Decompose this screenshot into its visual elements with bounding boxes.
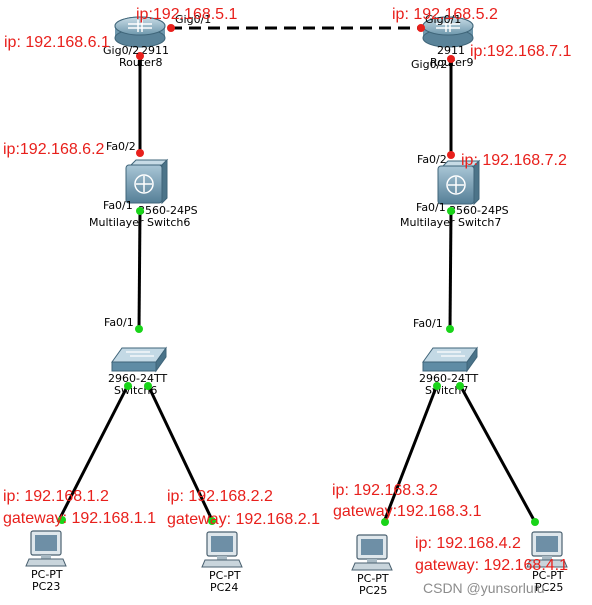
link-mls6-switch6[interactable] [137,209,142,331]
switch7[interactable]: 2960-24TT Switch7 [419,346,478,397]
pc25-left-ip: ip: 192.168.3.2 [332,482,438,499]
port-dot-sw7-right [456,382,464,390]
port-dot-sw6-fa01 [135,325,143,333]
r9-gig01-label: Gig0/1 [425,13,461,26]
port-dot-pc24 [208,517,216,525]
mls7-fa02-ip: ip: 192.168.7.2 [461,152,567,169]
pc23-gateway: gateway: 192.168.1.1 [3,510,156,527]
link-mls7-switch7[interactable] [448,209,453,331]
pc24-model: PC-PT [209,569,241,582]
watermark: CSDN @yunsorluiu [423,580,545,596]
port-dot-r9-gig01 [417,24,425,32]
router8[interactable]: 2911 Router8 [114,16,169,69]
pc-icon [201,531,243,568]
router-icon [422,16,474,48]
r8-gig02-label: Gig0/2 [103,44,139,57]
sw6-fa01-label: Fa0/1 [104,316,134,329]
pc24-gateway: gateway: 192.168.2.1 [167,511,320,528]
multilayer-switch-icon [437,159,481,206]
mls6-fa02-ip: ip:192.168.6.2 [3,141,105,158]
multilayer-switch6[interactable]: 3560-24PS Multilayer Switch6 [89,158,198,229]
pc25-left[interactable]: PC-PT PC25 [351,534,393,597]
pc25-right-model: PC-PT [532,569,564,582]
pc24-ip: ip: 192.168.2.2 [167,488,273,505]
r9-gig02-ip: ip:192.168.7.1 [470,43,572,60]
switch-icon [111,346,167,373]
router8-name: Router8 [119,56,162,69]
mls7-model: 3560-24PS [449,204,509,217]
link-switch6-pc23[interactable] [56,384,130,523]
r9-gig02-label: Gig0/2 [411,58,447,71]
port-labels: Gig0/1 Gig0/2 Gig0/1 Gig0/2 Fa0/2 Fa0/1 … [103,13,461,330]
port-dot-mls7-fa02 [447,151,455,159]
port-dot-sw7-left [433,382,441,390]
port-dot-r8-gig02 [136,52,144,60]
port-dot-r9-gig02 [447,55,455,63]
switch7-model: 2960-24TT [419,372,478,385]
port-dot-pc23 [58,516,66,524]
port-dot-mls6-fa01 [136,207,144,215]
router9[interactable]: 2911 Router9 [422,16,474,69]
mls7-name: Multilayer Switch7 [400,216,501,229]
ip-annotations: ip:192.168.5.1 ip: 192.168.6.1 ip: 192.1… [3,6,572,574]
pc25-right-ip: ip: 192.168.4.2 [415,535,521,552]
r8-gig02-ip: ip: 192.168.6.1 [4,34,110,51]
link-switch6-pc24[interactable] [146,384,215,523]
pc23-model: PC-PT [31,568,63,581]
links [56,26,537,523]
port-dot-mls7-fa01 [447,207,455,215]
sw7-fa01-label: Fa0/1 [413,317,443,330]
router9-model: 2911 [437,44,465,57]
pc24-name: PC24 [210,581,238,594]
switch6[interactable]: 2960-24TT Switch6 [108,346,167,397]
link-switch7-pc25b[interactable] [458,384,537,523]
pc25-left-model: PC-PT [357,572,389,585]
port-dot-sw7-fa01 [446,325,454,333]
link-switch7-pc25a[interactable] [382,384,439,523]
pc25-left-gateway: gateway:192.168.3.1 [333,503,482,520]
multilayer-switch-icon [125,158,169,205]
mls7-fa01-label: Fa0/1 [416,201,446,214]
router8-model: 2911 [141,44,169,57]
r8-gig01-label: Gig0/1 [175,13,211,26]
pc25-left-name: PC25 [359,584,387,597]
r8-gig01-ip: ip:192.168.5.1 [136,6,238,23]
router-icon [114,16,166,48]
mls6-name: Multilayer Switch6 [89,216,190,229]
mls7-fa02-label: Fa0/2 [417,153,447,166]
switch6-model: 2960-24TT [108,372,167,385]
mls6-fa01-label: Fa0/1 [103,199,133,212]
port-dot-pc25-right [531,518,539,526]
port-dot-sw6-left [124,382,132,390]
pc25-right-gateway: gateway: 192.168.4.1 [415,557,568,574]
pc23-name: PC23 [32,580,60,593]
mls6-fa02-label: Fa0/2 [106,140,136,153]
port-dot-sw6-right [144,382,152,390]
pc23[interactable]: PC-PT PC23 [25,530,67,593]
pc23-ip: ip: 192.168.1.2 [3,488,109,505]
mls6-model: 3560-24PS [138,204,198,217]
port-indicators [58,24,539,526]
pc24[interactable]: PC-PT PC24 [201,531,243,594]
pc25-right[interactable]: PC-PT PC25 [526,531,568,594]
multilayer-switch7[interactable]: 3560-24PS Multilayer Switch7 [400,159,509,229]
port-dot-pc25-left [381,518,389,526]
pc-icon [25,530,67,567]
pc-icon [526,531,568,568]
pc25-right-name: PC25 [535,581,563,594]
pc-icon [351,534,393,571]
switch-icon [422,346,478,373]
port-dot-mls6-fa02 [136,149,144,157]
port-dot-r8-gig01 [167,24,175,32]
r9-gig01-ip: ip: 192.168.5.2 [392,6,498,23]
